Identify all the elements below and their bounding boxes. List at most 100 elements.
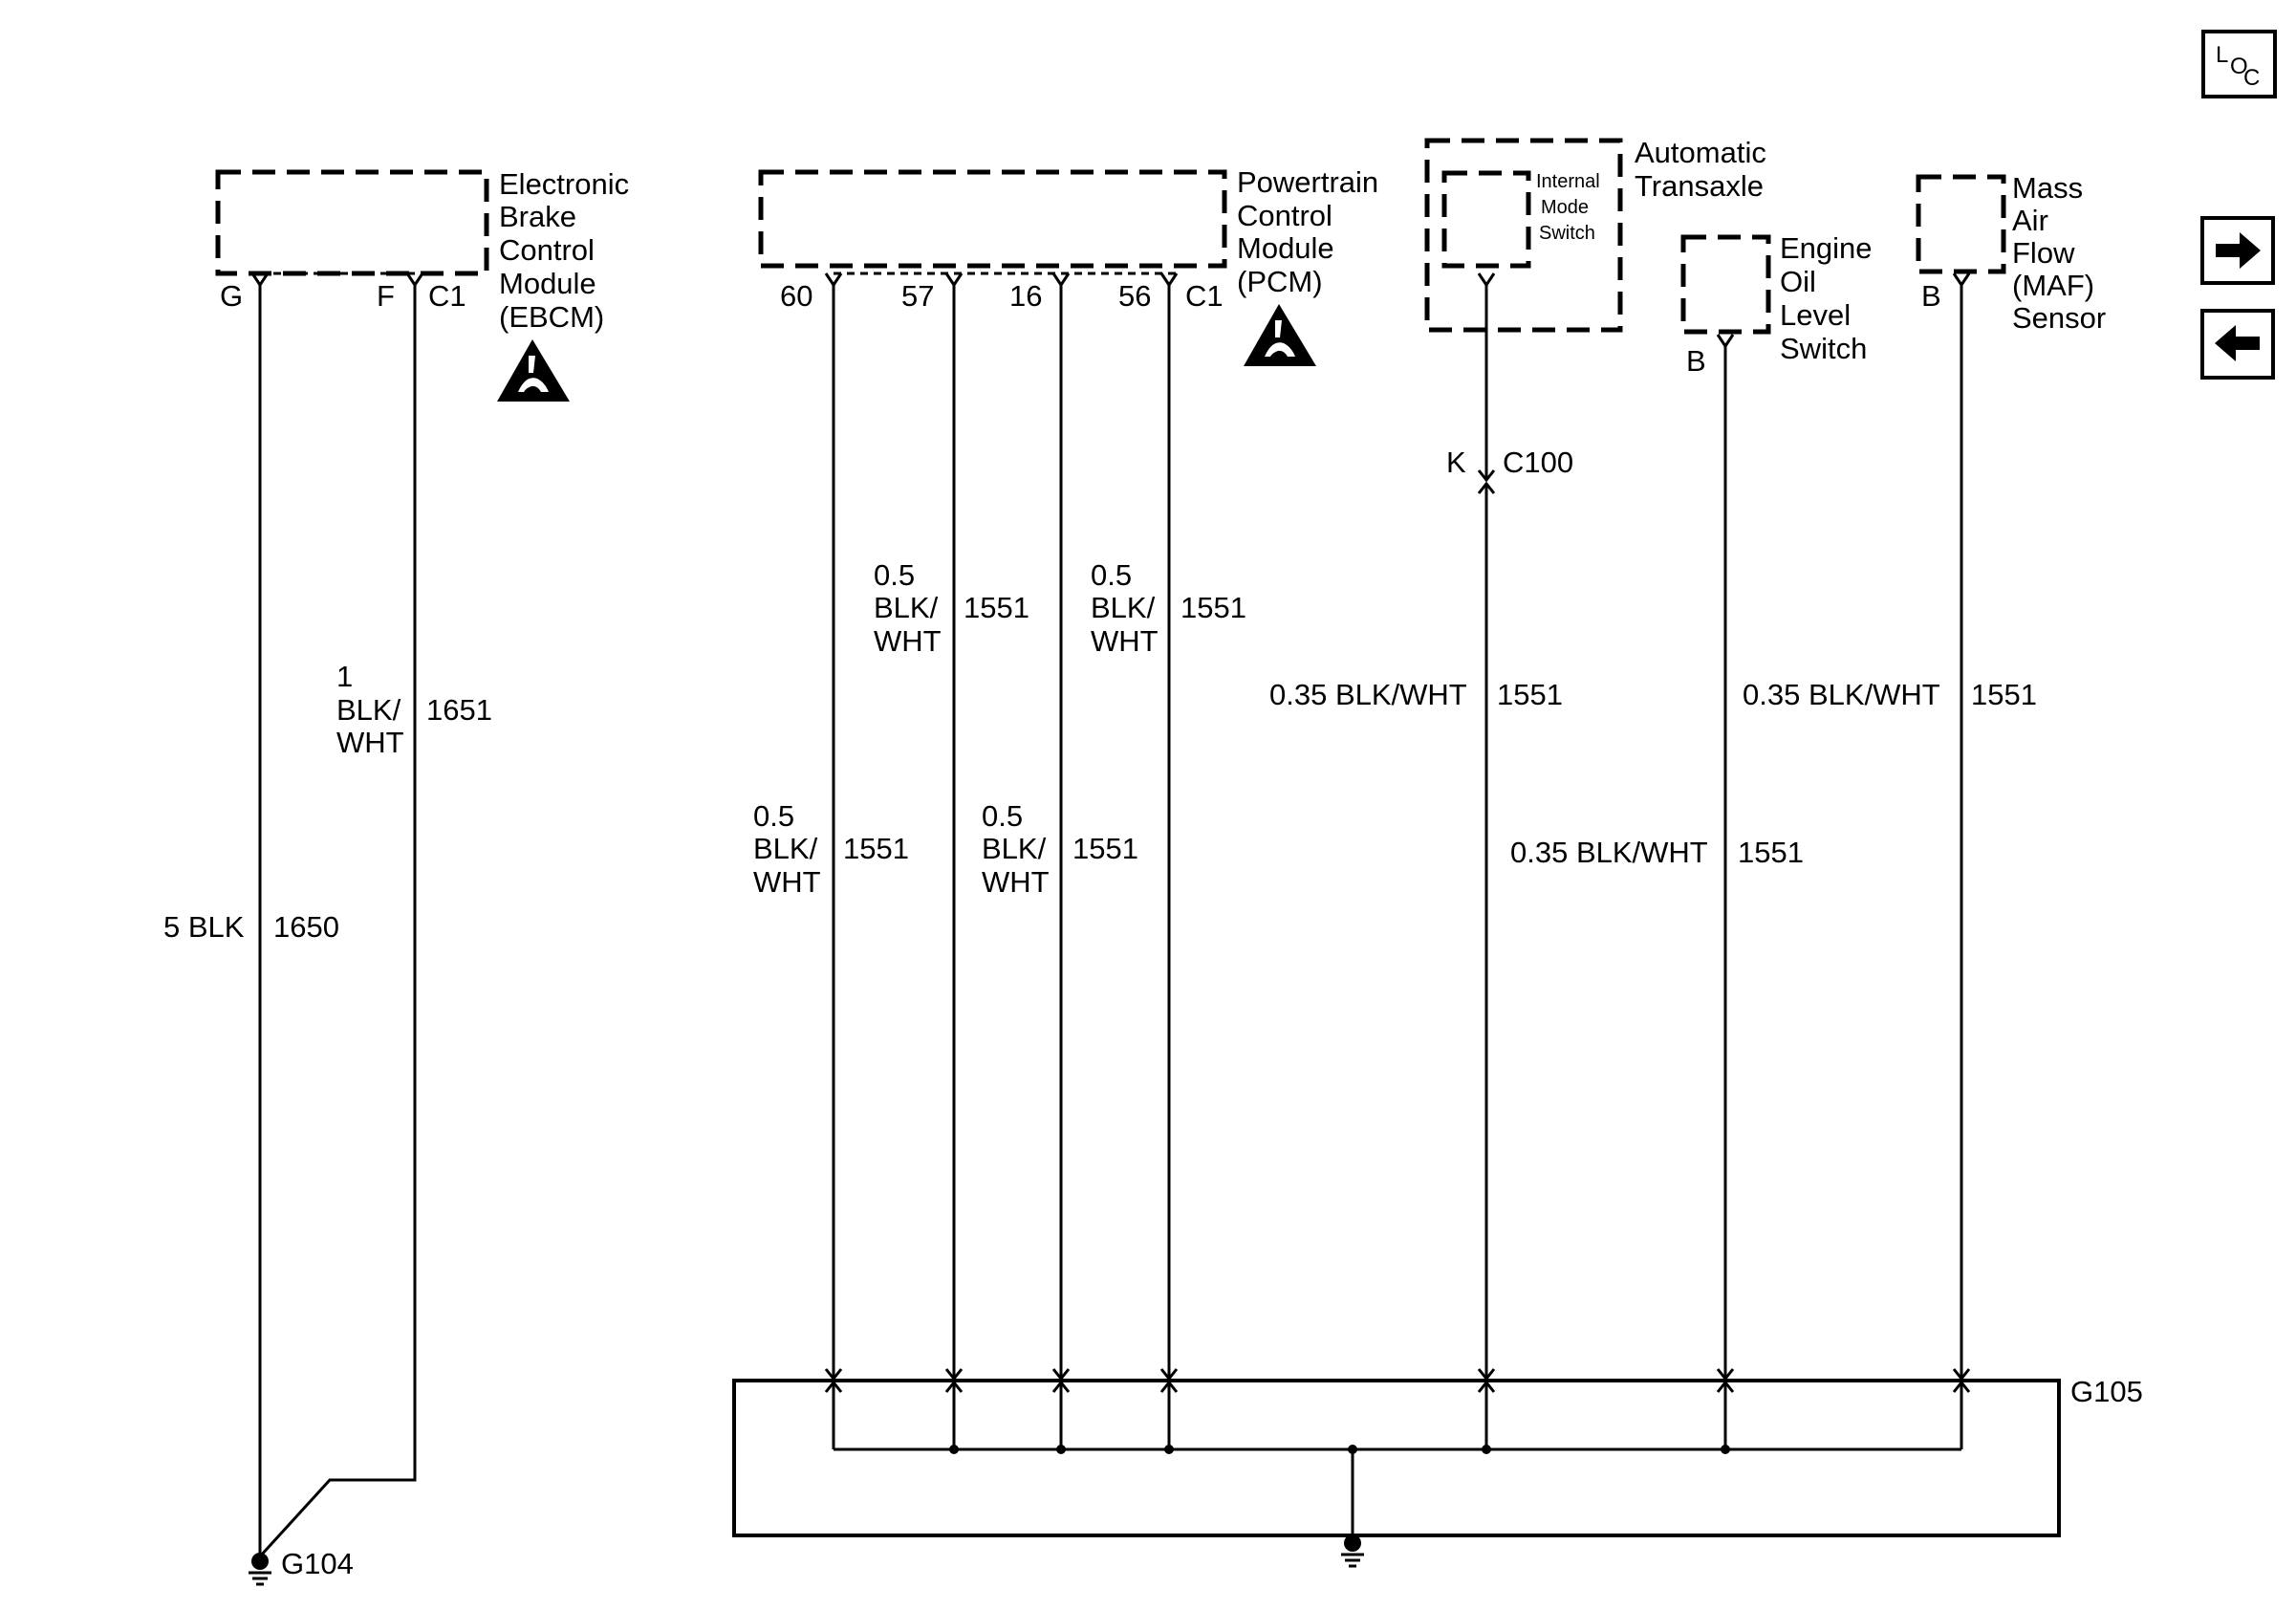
maf-name-line-4: (MAF) <box>2012 269 2094 302</box>
oil-switch-pin: B <box>1686 344 1706 378</box>
maf-name-line-1: Mass <box>2012 171 2083 205</box>
wire-ebcm-f <box>258 285 417 1558</box>
wire-ebcm-f-size-line-1: 1 <box>336 660 353 693</box>
wire-pcm-56-size-line-1: 0.5 <box>1091 558 1132 592</box>
ebcm-connector-label: C1 <box>428 279 466 313</box>
wire-pcm-56-size-line-2: BLK/ <box>1091 591 1156 624</box>
wire-pcm-16-size-line-2: BLK/ <box>982 832 1047 865</box>
ground-g104-label: G104 <box>281 1547 354 1580</box>
pcm-pin-60-terminal <box>824 272 843 288</box>
wire-pcm-60-size-line-2: BLK/ <box>753 832 818 865</box>
pcm-esd-warning-icon <box>1244 304 1316 366</box>
ebcm-name-line-5: (EBCM) <box>499 300 604 334</box>
wire-pcm-57-circuit: 1551 <box>964 591 1029 624</box>
oil-switch-name-line-1: Engine <box>1780 231 1873 265</box>
ebcm-pin-f-terminal <box>405 272 424 288</box>
loc-letter-c: C <box>2243 65 2260 91</box>
pcm-pin-60: 60 <box>780 279 812 313</box>
oil-switch-component: Engine Oil Level Switch B <box>1680 231 1873 378</box>
wire-oil-circuit: 1551 <box>1738 836 1804 869</box>
location-icon[interactable]: L O C <box>2201 30 2277 98</box>
internal-mode-switch-line-3: Switch <box>1539 223 1595 244</box>
loc-letter-o: O <box>2230 54 2248 79</box>
wire-ebcm-f-circuit: 1651 <box>426 693 492 727</box>
c100-name-label: C100 <box>1503 446 1573 479</box>
pcm-pin-16: 16 <box>1009 279 1042 313</box>
g105-box <box>732 1379 2061 1537</box>
ground-g105-block: G105 <box>732 1368 2143 1568</box>
internal-mode-switch-line-1: Internal <box>1536 171 1600 192</box>
maf-pin: B <box>1921 279 1941 313</box>
transaxle-name-line-2: Transaxle <box>1635 169 1764 203</box>
wire-transaxle-circuit: 1551 <box>1497 678 1563 711</box>
wire-pcm-60-size-line-1: 0.5 <box>753 799 794 833</box>
maf-name-line-2: Air <box>2012 204 2048 237</box>
arrow-left-icon <box>2215 325 2260 361</box>
internal-mode-switch-line-2: Mode <box>1541 197 1589 218</box>
wire-maf-size-color: 0.35 BLK/WHT <box>1743 678 1940 711</box>
wire-pcm-57-size-line-2: BLK/ <box>874 591 939 624</box>
ebcm-name-line-1: Electronic <box>499 167 629 201</box>
transaxle-box <box>1424 138 1623 333</box>
ebcm-box <box>215 169 489 276</box>
wire-ebcm-f-size-line-2: BLK/ <box>336 693 401 727</box>
pcm-pin-57-terminal <box>944 272 964 288</box>
maf-name-line-3: Flow <box>2012 236 2075 270</box>
pcm-box <box>758 169 1227 269</box>
maf-sensor-component: Mass Air Flow (MAF) Sensor B <box>1916 171 2106 335</box>
wire-pcm-57-size-line-3: WHT <box>874 624 942 658</box>
wire-pcm-60-circuit: 1551 <box>843 832 909 865</box>
inline-connector-c100: K C100 <box>1446 446 1573 494</box>
oil-switch-name-line-4: Switch <box>1780 332 1867 365</box>
ground-g105-label: G105 <box>2070 1375 2143 1408</box>
ebcm-name-line-4: Module <box>499 267 596 300</box>
pcm-pin-56-terminal <box>1159 272 1179 288</box>
pcm-name-line-1: Powertrain <box>1237 165 1378 199</box>
previous-page-button[interactable] <box>2200 309 2275 380</box>
pcm-component: Powertrain Control Module (PCM) C1 60 57… <box>758 165 1378 313</box>
wire-pcm-16-size-line-3: WHT <box>982 865 1050 899</box>
ebcm-name-line-2: Brake <box>499 200 576 233</box>
wire-pcm-60-size-line-3: WHT <box>753 865 821 899</box>
c100-pin-label: K <box>1446 446 1466 479</box>
esd-warning-icon <box>497 339 570 402</box>
wire-ebcm-g-circuit: 1650 <box>273 910 339 944</box>
oil-switch-name-line-2: Oil <box>1780 265 1816 298</box>
wire-ebcm-g-size-color: 5 BLK <box>163 910 245 944</box>
pcm-pin-56: 56 <box>1118 279 1151 313</box>
pcm-name-line-2: Control <box>1237 199 1332 232</box>
ground-g104: G104 <box>249 1547 354 1586</box>
pcm-name-line-3: Module <box>1237 231 1334 265</box>
oil-switch-name-line-3: Level <box>1780 298 1851 332</box>
wire-pcm-16-size-line-1: 0.5 <box>982 799 1023 833</box>
wire-pcm-56-circuit: 1551 <box>1180 591 1246 624</box>
arrow-right-icon <box>2216 232 2261 269</box>
wire-oil-size-color: 0.35 BLK/WHT <box>1510 836 1708 869</box>
loc-letter-l: L <box>2216 42 2228 68</box>
maf-name-line-5: Sensor <box>2012 301 2106 335</box>
wire-pcm-16-circuit: 1551 <box>1072 832 1138 865</box>
internal-mode-switch-terminal <box>1477 272 1496 288</box>
pcm-name-line-4: (PCM) <box>1237 265 1323 298</box>
ebcm-name-line-3: Control <box>499 233 595 267</box>
transaxle-component: Internal Mode Switch Automatic Transaxle <box>1424 136 1766 333</box>
ebcm-component: Electronic Brake Control Module (EBCM) C… <box>215 167 629 334</box>
ebcm-pin-f: F <box>377 279 395 313</box>
wire-maf-circuit: 1551 <box>1971 678 2037 711</box>
transaxle-name-line-1: Automatic <box>1635 136 1766 169</box>
maf-terminal <box>1952 272 1971 288</box>
ebcm-pin-g: G <box>220 279 243 313</box>
oil-switch-box <box>1680 234 1771 335</box>
wire-pcm-57-size-line-1: 0.5 <box>874 558 915 592</box>
next-page-button[interactable] <box>2200 216 2275 285</box>
wire-transaxle-size-color: 0.35 BLK/WHT <box>1269 678 1467 711</box>
wire-pcm-56-size-line-3: WHT <box>1091 624 1159 658</box>
pcm-pin-16-terminal <box>1051 272 1071 288</box>
internal-mode-switch-box <box>1441 170 1531 269</box>
pcm-connector-label: C1 <box>1185 279 1224 313</box>
maf-sensor-box <box>1916 174 2006 274</box>
oil-switch-terminal <box>1716 334 1735 349</box>
pcm-pin-57: 57 <box>901 279 934 313</box>
wire-ebcm-f-size-line-3: WHT <box>336 726 404 759</box>
